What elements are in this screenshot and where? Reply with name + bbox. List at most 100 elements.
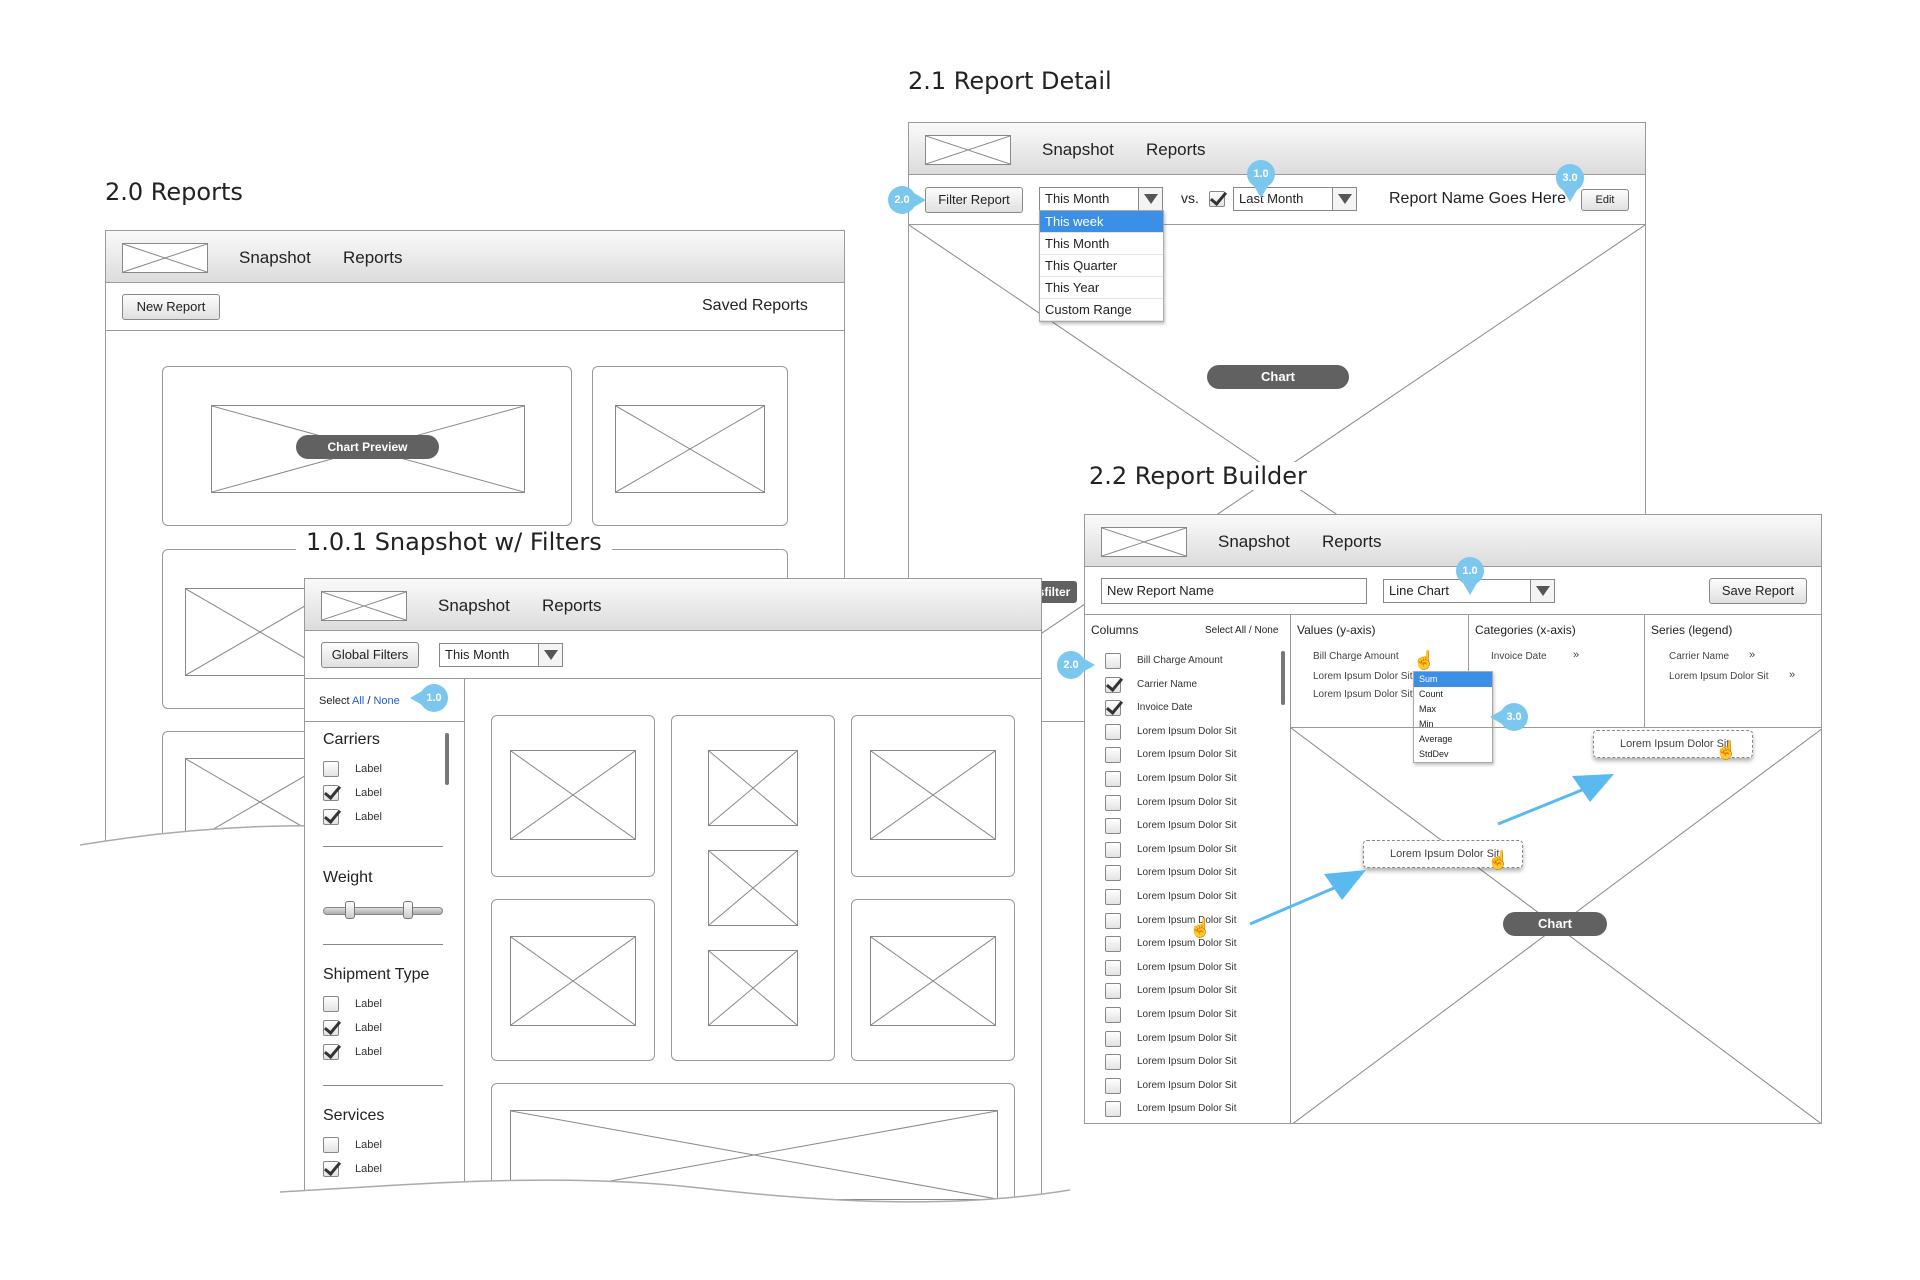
column-label[interactable]: Bill Charge Amount xyxy=(1137,655,1223,666)
column-checkbox[interactable] xyxy=(1105,700,1121,717)
column-label[interactable]: Lorem Ipsum Dolor Sit xyxy=(1137,749,1237,761)
values-item[interactable]: Lorem Ipsum Dolor Sit xyxy=(1313,671,1413,682)
report-card[interactable]: Chart Preview xyxy=(162,366,572,526)
select-all-none-link[interactable]: Select All / None xyxy=(1205,625,1279,636)
double-chevron-down-icon[interactable]: » xyxy=(1789,669,1796,681)
column-label[interactable]: Invoice Date xyxy=(1137,702,1193,714)
categories-item[interactable]: Invoice Date xyxy=(1491,651,1547,662)
period-option[interactable]: This Year xyxy=(1040,277,1163,299)
nav-reports[interactable]: Reports xyxy=(1146,140,1206,159)
double-chevron-down-icon[interactable]: » xyxy=(1749,649,1756,661)
columns-scrollbar[interactable] xyxy=(1281,651,1285,705)
carrier-checkbox[interactable] xyxy=(323,761,339,777)
period-select[interactable]: This Month xyxy=(1039,187,1163,211)
snapshot-widget[interactable] xyxy=(491,899,655,1061)
column-label[interactable]: Lorem Ipsum Dolor Sit xyxy=(1137,1009,1237,1020)
carrier-checkbox[interactable] xyxy=(323,785,339,801)
column-checkbox[interactable] xyxy=(1105,983,1121,1000)
column-checkbox[interactable] xyxy=(1105,1054,1121,1071)
column-label[interactable]: Lorem Ipsum Dolor Sit xyxy=(1137,938,1237,950)
shipment-checkbox[interactable] xyxy=(323,1044,339,1060)
column-label[interactable]: Lorem Ipsum Dolor Sit xyxy=(1137,1103,1237,1115)
drag-chip[interactable]: Lorem Ipsum Dolor Sit xyxy=(1593,730,1753,758)
column-checkbox[interactable] xyxy=(1105,676,1121,693)
period-option[interactable]: This week xyxy=(1040,211,1163,233)
column-checkbox[interactable] xyxy=(1105,1101,1121,1118)
column-label[interactable]: Lorem Ipsum Dolor Sit xyxy=(1137,961,1237,973)
column-checkbox[interactable] xyxy=(1105,794,1121,811)
report-card[interactable] xyxy=(592,366,788,526)
column-label[interactable]: Lorem Ipsum Dolor Sit xyxy=(1137,843,1237,855)
period-option[interactable]: This Month xyxy=(1040,233,1163,255)
drag-chip[interactable]: Lorem Ipsum Dolor Sit xyxy=(1363,840,1523,868)
column-label[interactable]: Lorem Ipsum Dolor Sit xyxy=(1137,820,1237,832)
shipment-checkbox[interactable] xyxy=(323,1020,339,1036)
compare-checkbox[interactable] xyxy=(1209,191,1225,207)
carrier-checkbox[interactable] xyxy=(323,809,339,825)
nav-reports[interactable]: Reports xyxy=(1322,532,1382,551)
series-item[interactable]: Carrier Name xyxy=(1669,651,1730,662)
column-checkbox[interactable] xyxy=(1105,1030,1121,1047)
series-item[interactable]: Lorem Ipsum Dolor Sit xyxy=(1669,671,1769,682)
column-checkbox[interactable] xyxy=(1105,723,1121,740)
values-item[interactable]: Lorem Ipsum Dolor Sit xyxy=(1313,689,1413,700)
edit-button[interactable]: Edit xyxy=(1581,189,1629,211)
column-checkbox[interactable] xyxy=(1105,959,1121,976)
column-label[interactable]: Lorem Ipsum Dolor Sit xyxy=(1137,1032,1237,1044)
select-none-link[interactable]: None xyxy=(373,695,400,707)
column-checkbox[interactable] xyxy=(1105,865,1121,882)
period-option[interactable]: Custom Range xyxy=(1040,299,1163,321)
service-checkbox[interactable] xyxy=(323,1137,339,1153)
double-chevron-down-icon[interactable]: » xyxy=(1573,649,1580,661)
aggregate-option[interactable]: Max xyxy=(1419,704,1437,714)
global-filters-button[interactable]: Global Filters xyxy=(321,642,419,668)
shipment-checkbox[interactable] xyxy=(323,996,339,1012)
snapshot-widget[interactable] xyxy=(851,899,1015,1061)
snapshot-period-select[interactable]: This Month xyxy=(439,643,563,667)
values-item[interactable]: Bill Charge Amount xyxy=(1313,651,1399,662)
nav-snapshot[interactable]: Snapshot xyxy=(1042,140,1114,159)
slider-max-handle[interactable] xyxy=(403,901,413,919)
aggregate-option[interactable]: Sum xyxy=(1414,672,1492,687)
column-label[interactable]: Lorem Ipsum Dolor Sit xyxy=(1137,773,1237,784)
compare-select[interactable]: Last Month xyxy=(1233,187,1357,211)
snapshot-widget[interactable] xyxy=(671,715,835,1061)
column-checkbox[interactable] xyxy=(1105,653,1121,669)
service-checkbox[interactable] xyxy=(323,1161,339,1177)
weight-range-slider[interactable] xyxy=(323,901,443,919)
column-label[interactable]: Lorem Ipsum Dolor Sit xyxy=(1137,985,1237,997)
column-label[interactable]: Lorem Ipsum Dolor Sit xyxy=(1137,867,1237,879)
nav-snapshot[interactable]: Snapshot xyxy=(239,248,311,267)
column-label[interactable]: Lorem Ipsum Dolor Sit xyxy=(1137,891,1237,902)
column-checkbox[interactable] xyxy=(1105,1007,1121,1023)
aggregate-option[interactable]: StdDev xyxy=(1419,749,1449,759)
report-name-input[interactable]: New Report Name xyxy=(1101,578,1367,604)
column-checkbox[interactable] xyxy=(1105,912,1121,929)
nav-snapshot[interactable]: Snapshot xyxy=(1218,532,1290,551)
column-label[interactable]: Lorem Ipsum Dolor Sit xyxy=(1137,1056,1237,1068)
aggregate-option[interactable]: Average xyxy=(1419,734,1453,744)
aggregate-option[interactable]: Count xyxy=(1419,689,1444,699)
save-report-button[interactable]: Save Report xyxy=(1709,578,1807,604)
column-label[interactable]: Lorem Ipsum Dolor Sit xyxy=(1137,796,1237,808)
column-checkbox[interactable] xyxy=(1105,1077,1121,1094)
snapshot-widget[interactable] xyxy=(851,715,1015,877)
column-checkbox[interactable] xyxy=(1105,818,1121,835)
sidebar-scrollbar[interactable] xyxy=(445,733,449,785)
new-report-button[interactable]: New Report xyxy=(122,294,220,320)
filter-report-button[interactable]: Filter Report xyxy=(925,187,1023,213)
column-label[interactable]: Lorem Ipsum Dolor Sit xyxy=(1137,725,1237,737)
nav-snapshot[interactable]: Snapshot xyxy=(438,596,510,615)
nav-reports[interactable]: Reports xyxy=(343,248,403,267)
slider-min-handle[interactable] xyxy=(345,901,355,919)
column-checkbox[interactable] xyxy=(1105,889,1121,905)
column-label[interactable]: Lorem Ipsum Dolor Sit xyxy=(1137,914,1237,926)
column-label[interactable]: Lorem Ipsum Dolor Sit xyxy=(1137,1079,1237,1091)
period-option[interactable]: This Quarter xyxy=(1040,255,1163,277)
aggregate-option[interactable]: Min xyxy=(1419,719,1434,729)
nav-reports[interactable]: Reports xyxy=(542,596,602,615)
column-checkbox[interactable] xyxy=(1105,747,1121,764)
select-all-link[interactable]: All xyxy=(352,695,365,707)
column-checkbox[interactable] xyxy=(1105,936,1121,953)
column-checkbox[interactable] xyxy=(1105,771,1121,787)
